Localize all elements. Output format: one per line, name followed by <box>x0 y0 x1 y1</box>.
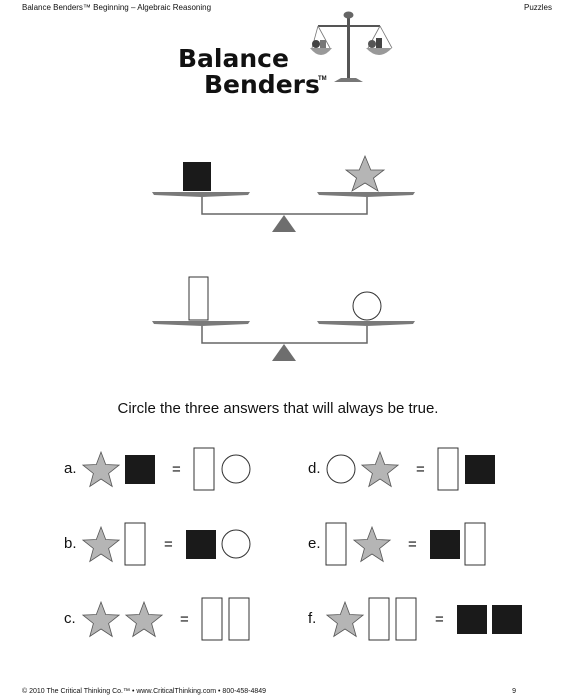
page-number: 9 <box>512 688 516 695</box>
instruction-text: Circle the three answers that will alway… <box>117 400 439 417</box>
circle-shape <box>221 454 251 484</box>
rectangle-shape <box>201 597 223 641</box>
rectangle-shape <box>368 597 390 641</box>
equals-sign: = <box>172 461 181 478</box>
rectangle-shape <box>464 522 486 566</box>
balance-scale-1 <box>152 154 415 232</box>
square-shape <box>457 605 487 634</box>
circle-shape <box>326 454 356 484</box>
star-shape <box>124 600 164 638</box>
circle-shape <box>352 291 382 321</box>
answer-label-e[interactable]: e. <box>308 535 321 552</box>
star-shape <box>352 525 392 563</box>
star-shape <box>81 450 121 488</box>
answer-label-b[interactable]: b. <box>64 535 77 552</box>
circle-shape <box>221 529 251 559</box>
answer-label-d[interactable]: d. <box>308 460 321 477</box>
logo-title-line1: Balance <box>178 44 289 73</box>
equals-sign: = <box>416 461 425 478</box>
left-pan <box>152 192 250 197</box>
answer-label-c[interactable]: c. <box>64 610 76 627</box>
scale-beam <box>201 197 368 215</box>
star-shape <box>81 600 121 638</box>
rectangle-shape <box>325 522 347 566</box>
square-shape <box>183 162 211 191</box>
rectangle-shape <box>124 522 146 566</box>
rectangle-shape <box>437 447 459 491</box>
trademark-mark: TM <box>318 76 327 82</box>
balance-scale-icon <box>310 11 393 82</box>
star-shape <box>81 525 121 563</box>
square-shape <box>125 455 155 484</box>
rectangle-shape <box>193 447 215 491</box>
equals-sign: = <box>408 536 417 553</box>
star-shape <box>360 450 400 488</box>
scale-beam <box>201 326 368 344</box>
square-shape <box>186 530 216 559</box>
logo-title-line2: Benders <box>204 70 320 99</box>
star-shape <box>325 600 365 638</box>
header-section: Puzzles <box>523 3 552 12</box>
square-shape <box>430 530 460 559</box>
rectangle-shape <box>188 276 209 321</box>
answer-shapes: = = = = = = <box>81 447 522 641</box>
footer-copyright: © 2010 The Critical Thinking Co.™ • www.… <box>22 688 267 695</box>
header-title: Balance Benders™ Beginning – Algebraic R… <box>22 3 212 12</box>
right-pan <box>317 321 415 326</box>
rectangle-shape <box>228 597 250 641</box>
square-shape <box>465 455 495 484</box>
answer-label-a[interactable]: a. <box>64 460 77 477</box>
fulcrum <box>272 344 296 361</box>
fulcrum <box>272 215 296 232</box>
equals-sign: = <box>164 536 173 553</box>
equals-sign: = <box>435 611 444 628</box>
left-pan <box>152 321 250 326</box>
rectangle-shape <box>395 597 417 641</box>
answer-label-f[interactable]: f. <box>308 610 317 627</box>
right-pan <box>317 192 415 197</box>
square-shape <box>492 605 522 634</box>
star-shape <box>344 154 386 192</box>
balance-scale-2 <box>152 276 415 361</box>
equals-sign: = <box>180 611 189 628</box>
